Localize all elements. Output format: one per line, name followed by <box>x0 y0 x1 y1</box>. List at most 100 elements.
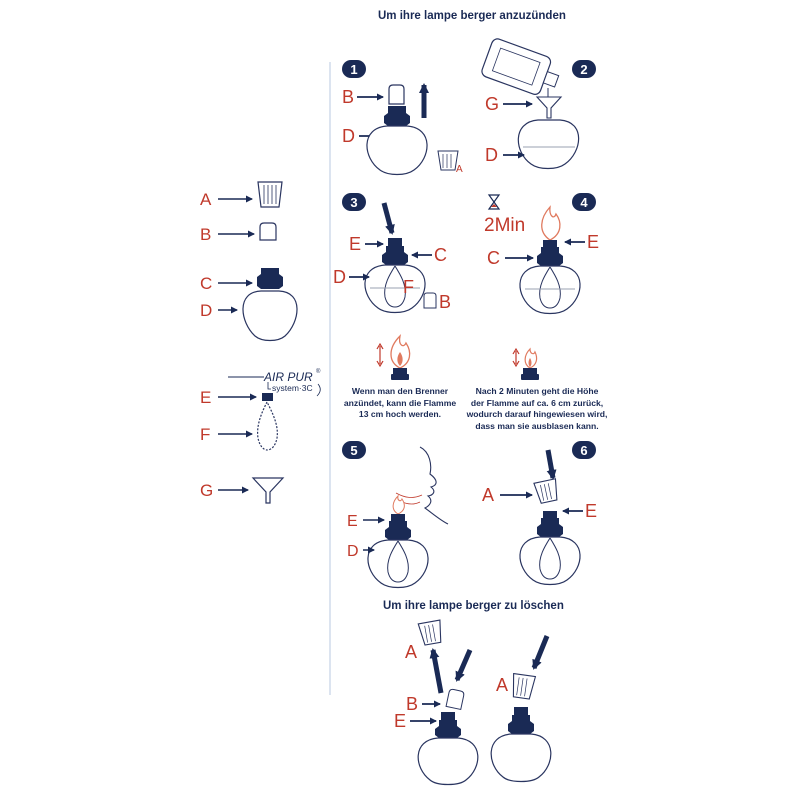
air-pur-logo: AIR PUR ® system·3C <box>228 368 321 397</box>
funnel-icon <box>535 96 563 119</box>
step-number: 1 <box>350 62 357 77</box>
flame <box>392 494 405 515</box>
label-e: E <box>347 513 358 530</box>
step-4-panel: 4 2Min E C <box>484 193 599 315</box>
light-instructions-title: Um ihre lampe berger anzuzünden <box>378 10 566 22</box>
label-e: E <box>587 232 599 252</box>
label-d: D <box>347 543 359 560</box>
burner-head <box>543 511 557 518</box>
burner-collar <box>537 518 563 537</box>
wick <box>539 537 561 580</box>
label-g: G <box>485 94 499 114</box>
label-b: B <box>406 694 418 714</box>
short-flame-icon <box>512 347 539 380</box>
bottle <box>364 264 426 314</box>
label-a: A <box>496 675 508 695</box>
step-number-badge <box>342 441 366 459</box>
funnel-icon <box>251 477 285 504</box>
wick-icon <box>257 401 278 451</box>
push-arrow <box>454 649 473 682</box>
step-1-panel: 1 B D A <box>342 60 463 176</box>
legend-label-c: C <box>200 274 212 293</box>
wick <box>539 266 561 309</box>
legend-label-e: E <box>200 388 211 407</box>
label-e: E <box>585 501 597 521</box>
wick <box>387 540 409 583</box>
bottle <box>366 125 428 176</box>
caption-line: Nach 2 Minuten geht die Höhe <box>475 386 599 396</box>
burner-collar <box>384 106 410 126</box>
burner-collar <box>508 715 534 734</box>
step-number: 6 <box>580 443 587 458</box>
hourglass-icon <box>487 194 501 210</box>
label-d: D <box>485 145 498 165</box>
bottle <box>417 737 479 786</box>
cap-icon <box>257 181 283 208</box>
stopper-icon <box>388 84 405 105</box>
step-6-panel: 6 A E <box>482 441 597 586</box>
brand-mark: ® <box>316 368 321 375</box>
step-number-badge <box>572 60 596 78</box>
refill-bottle-icon <box>481 38 560 95</box>
bottle <box>519 265 581 315</box>
step-number: 3 <box>350 195 357 210</box>
timer-label: 2Min <box>484 215 525 236</box>
cap-icon <box>512 672 537 700</box>
brand-name: AIR PUR <box>263 370 313 384</box>
burner-head <box>441 712 455 720</box>
bottle <box>367 539 429 589</box>
legend-panel: A B C D AIR PUR ® system·3C E F <box>200 181 321 504</box>
caption-line: dass man sie ausblasen kann. <box>475 420 599 431</box>
step-number-badge <box>572 441 596 459</box>
label-e: E <box>349 234 361 254</box>
step-number-badge <box>342 60 366 78</box>
step-number-badge <box>572 193 596 211</box>
step-2-panel: 2 G D <box>481 38 596 170</box>
step-number-badge <box>342 193 366 211</box>
step-3-panel: 3 E C D F B <box>333 193 451 314</box>
label-c: C <box>487 248 500 268</box>
label-d: D <box>333 267 346 287</box>
caption-flame-high: Wenn man den Brenner anzündet, kann die … <box>330 386 470 421</box>
face-profile <box>419 446 449 525</box>
stopper-icon <box>445 688 465 711</box>
extinguish-instructions-title: Um ihre lampe berger zu löschen <box>383 600 564 612</box>
burner-collar <box>382 246 408 265</box>
caption-line: Wenn man den Brenner <box>351 386 449 396</box>
legend-label-a: A <box>200 190 212 209</box>
label-d: D <box>342 126 355 146</box>
bottle <box>519 536 581 586</box>
burner-collar <box>435 720 461 738</box>
label-e: E <box>394 711 406 731</box>
wick <box>384 265 406 308</box>
burner-head <box>388 238 402 246</box>
bottle <box>517 119 580 170</box>
label-c: C <box>434 245 447 265</box>
burner-head <box>391 514 405 521</box>
legend-label-f: F <box>200 425 210 444</box>
label-a: A <box>405 642 417 662</box>
burner-head-icon <box>262 393 273 401</box>
stopper-icon <box>423 292 437 309</box>
extinguish-left: A B E <box>394 619 479 786</box>
cap-icon <box>417 619 442 646</box>
brand-system: system·3C <box>272 383 313 393</box>
tall-flame-icon <box>376 334 411 380</box>
burner-head <box>514 707 528 715</box>
cap-icon <box>437 150 459 171</box>
flame <box>541 205 561 241</box>
step-5-panel: 5 E D <box>342 441 449 589</box>
step-number: 5 <box>350 443 357 458</box>
legend-label-g: G <box>200 481 213 500</box>
step-number: 4 <box>580 195 588 210</box>
burner-collar-icon <box>257 268 283 289</box>
label-f: F <box>403 277 414 297</box>
push-arrow <box>531 635 550 670</box>
caption-line: wodurch darauf hingewiesen wird, <box>466 409 608 419</box>
burner-head <box>543 240 557 247</box>
push-arrow <box>545 449 557 480</box>
lift-arrow <box>429 648 444 694</box>
legend-label-d: D <box>200 301 212 320</box>
caption-line: anzündet, kann die Flamme <box>343 397 457 408</box>
